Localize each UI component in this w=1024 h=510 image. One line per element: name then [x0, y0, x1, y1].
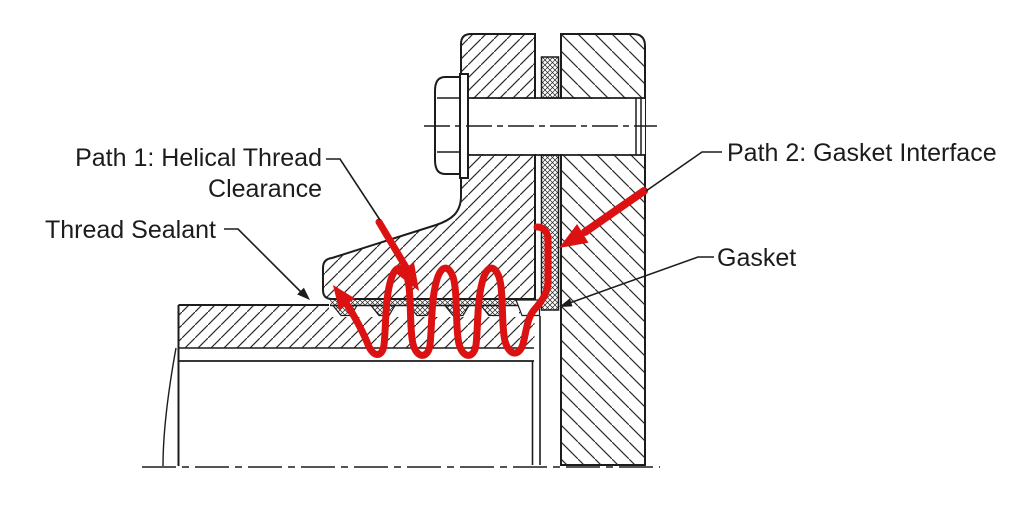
path2-label: Path 2: Gasket Interface: [727, 139, 997, 167]
leak-helix: [337, 223, 552, 359]
leak-path-annotations: [333, 187, 648, 359]
thread-sealant-label: Thread Sealant: [45, 216, 216, 244]
path2-arrowhead: [559, 224, 589, 248]
path1-leader: [326, 158, 381, 221]
path1-arrowhead: [396, 262, 419, 291]
pipe: [162, 304, 541, 467]
thread-sealant-band: [330, 299, 516, 306]
pipe-break-line: [162, 347, 177, 467]
helix-start-arrowhead: [333, 285, 355, 310]
gasket-upper: [540, 56, 560, 99]
path2-arrow-shaft: [581, 187, 648, 236]
leader-lines: [224, 151, 722, 307]
gasket-leader: [563, 256, 714, 306]
gasket-leader-arrowhead: [559, 298, 573, 307]
path1-label-line1: Path 1: Helical Thread: [75, 144, 322, 172]
path2-leader: [645, 151, 722, 192]
gasket-label: Gasket: [717, 244, 796, 272]
thread-sealant-leader: [224, 228, 307, 298]
thread-sealant-leader-arrowhead: [297, 287, 310, 300]
centerlines: [142, 125, 660, 468]
fitting-outline: [322, 33, 536, 300]
path1-arrow-shaft: [375, 218, 411, 273]
thread-root-sealant: [407, 304, 435, 317]
path1-label-line2: Clearance: [208, 175, 322, 203]
labels: Path 1: Helical Thread Clearance Thread …: [45, 139, 997, 272]
fitting-body: [322, 33, 536, 300]
